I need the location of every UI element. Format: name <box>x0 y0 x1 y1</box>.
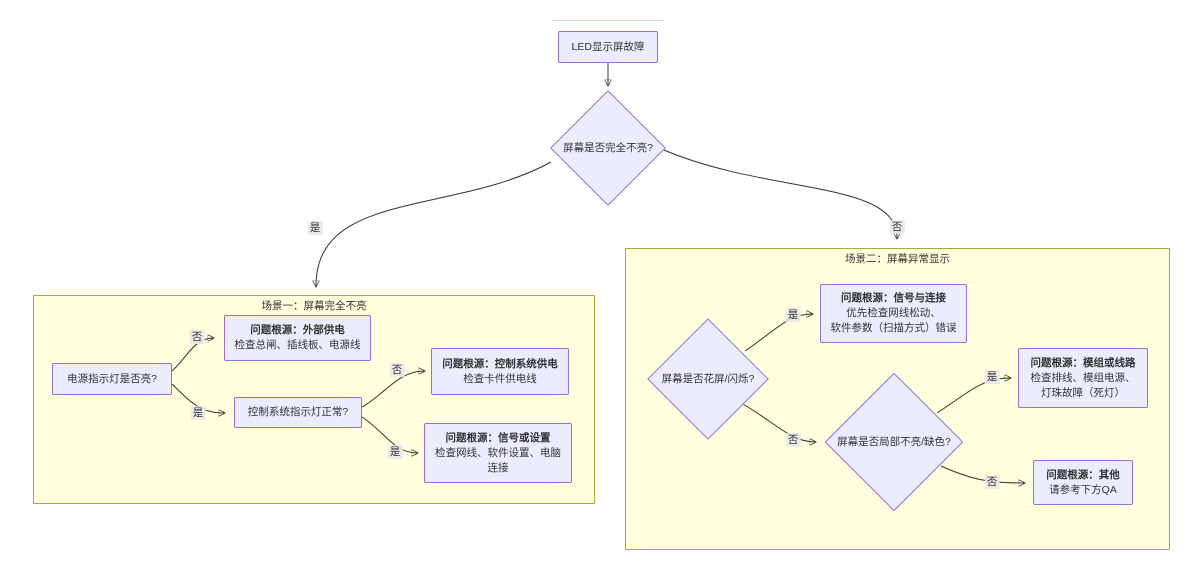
node-control-question: 控制系统指示灯正常? <box>234 397 362 428</box>
node-signal-connection-desc: 优先检查网线松动、 软件参数（扫描方式）错误 <box>830 307 957 334</box>
edge-decision-no-scene2 <box>663 149 897 238</box>
node-other-desc: 请参考下方QA <box>1049 483 1117 496</box>
edge-label-partial-yes: 是 <box>984 370 1000 384</box>
node-other: 问题根源：其他 请参考下方QA <box>1033 460 1133 505</box>
node-power-question: 电源指示灯是否亮? <box>52 363 172 395</box>
node-signal-settings-title: 问题根源：信号或设置 <box>445 431 551 444</box>
node-signal-settings-desc: 检查网线、软件设置、电脑 连接 <box>435 446 561 474</box>
cluster-scene2-title: 场景二：屏幕异常显示 <box>845 253 950 265</box>
node-power-question-label: 电源指示灯是否亮? <box>67 372 157 385</box>
node-external-power-desc: 检查总闸、插线板、电源线 <box>234 339 361 351</box>
node-control-power-desc: 检查卡件供电线 <box>463 372 537 385</box>
node-partial-question-label: 屏幕是否局部不亮/缺色? <box>837 436 951 448</box>
node-flicker-question-label: 屏幕是否花屏/闪烁? <box>661 373 755 385</box>
node-main-decision-label: 屏幕是否完全不亮? <box>563 142 653 154</box>
edge-decision-yes-scene1 <box>316 161 552 286</box>
node-signal-connection: 问题根源：信号与连接 优先检查网线松动、 软件参数（扫描方式）错误 <box>820 284 967 343</box>
edge-label-control-no: 否 <box>389 363 405 377</box>
node-control-power-title: 问题根源：控制系统供电 <box>442 357 558 370</box>
node-main-decision: 屏幕是否完全不亮? <box>550 90 666 206</box>
node-flicker-question: 屏幕是否花屏/闪烁? <box>647 318 769 440</box>
edge-label-power-no: 否 <box>189 330 205 344</box>
node-signal-settings: 问题根源：信号或设置 检查网线、软件设置、电脑 连接 <box>424 423 572 483</box>
node-signal-connection-title: 问题根源：信号与连接 <box>841 292 946 304</box>
edge-label-flicker-yes: 是 <box>785 308 801 322</box>
cluster-scene1-title: 场景一：屏幕完全不亮 <box>261 300 367 312</box>
node-control-power: 问题根源：控制系统供电 检查卡件供电线 <box>431 348 569 395</box>
node-root: LED显示屏故障 <box>558 31 658 63</box>
node-root-label: LED显示屏故障 <box>571 40 645 53</box>
edge-label-power-yes: 是 <box>190 406 206 420</box>
edge-label-main-yes: 是 <box>307 221 323 235</box>
node-module-circuit-title: 问题根源：模组或线路 <box>1030 356 1136 369</box>
edge-label-main-no: 否 <box>889 220 905 234</box>
node-control-question-label: 控制系统指示灯正常? <box>247 406 349 418</box>
edge-label-flicker-no: 否 <box>785 433 801 447</box>
node-partial-question: 屏幕是否局部不亮/缺色? <box>824 372 964 512</box>
edge-label-control-yes: 是 <box>387 445 403 459</box>
edge-label-partial-no: 否 <box>984 475 1000 489</box>
node-other-title: 问题根源：其他 <box>1046 468 1120 481</box>
node-module-circuit-desc: 检查排线、模组电源、 灯珠故障（死灯） <box>1030 371 1136 399</box>
node-external-power: 问题根源：外部供电 检查总闸、插线板、电源线 <box>224 315 371 361</box>
divider-line <box>553 20 663 21</box>
node-module-circuit: 问题根源：模组或线路 检查排线、模组电源、 灯珠故障（死灯） <box>1018 348 1148 408</box>
node-external-power-title: 问题根源：外部供电 <box>250 324 345 336</box>
